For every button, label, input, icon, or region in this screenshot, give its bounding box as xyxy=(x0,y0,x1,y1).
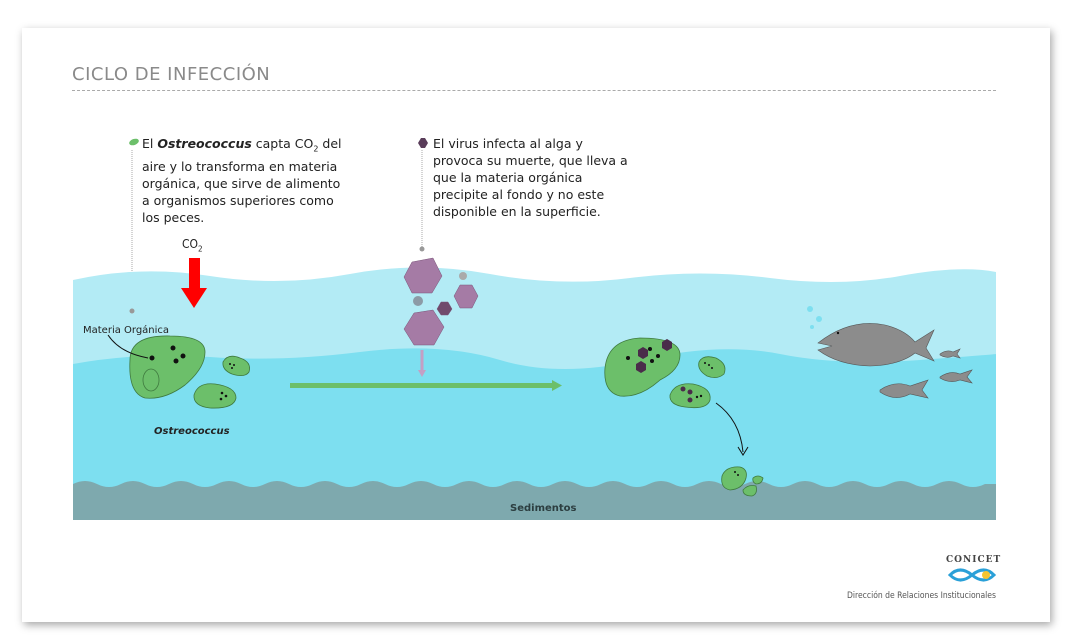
sinking-arrow xyxy=(715,402,744,453)
ostreococcus-large xyxy=(129,335,206,399)
virus-icon xyxy=(403,257,479,346)
title-divider xyxy=(72,90,996,91)
department-credit: Dirección de Relaciones Institucionales xyxy=(847,591,996,601)
sediment xyxy=(73,481,996,520)
sediment-label: Sedimentos xyxy=(510,503,577,514)
virus-description: El virus infecta al alga y provoca su mu… xyxy=(418,135,633,220)
deep-water xyxy=(73,348,997,520)
process-arrow xyxy=(290,380,562,391)
conicet-logo: CONICET xyxy=(946,555,1002,565)
algae-bullet-icon xyxy=(129,138,139,146)
page-title: CICLO DE INFECCIÓN xyxy=(72,64,271,85)
ostreococcus-small xyxy=(193,355,250,409)
materia-pointer-arrow xyxy=(107,334,149,359)
organic-matter-dots xyxy=(149,345,186,364)
algae-description: El Ostreococcus capta CO2 del aire y lo … xyxy=(129,135,342,226)
fish-icon xyxy=(817,323,973,399)
co2-label: CO2 xyxy=(182,237,203,254)
co2-arrow-icon xyxy=(181,258,207,308)
organic-matter-label: Materia Orgánica xyxy=(83,325,170,336)
virus-bullet-icon xyxy=(418,138,428,148)
ostreococcus-label: Ostreococcus xyxy=(154,426,230,437)
conicet-logo-icon xyxy=(947,568,997,582)
